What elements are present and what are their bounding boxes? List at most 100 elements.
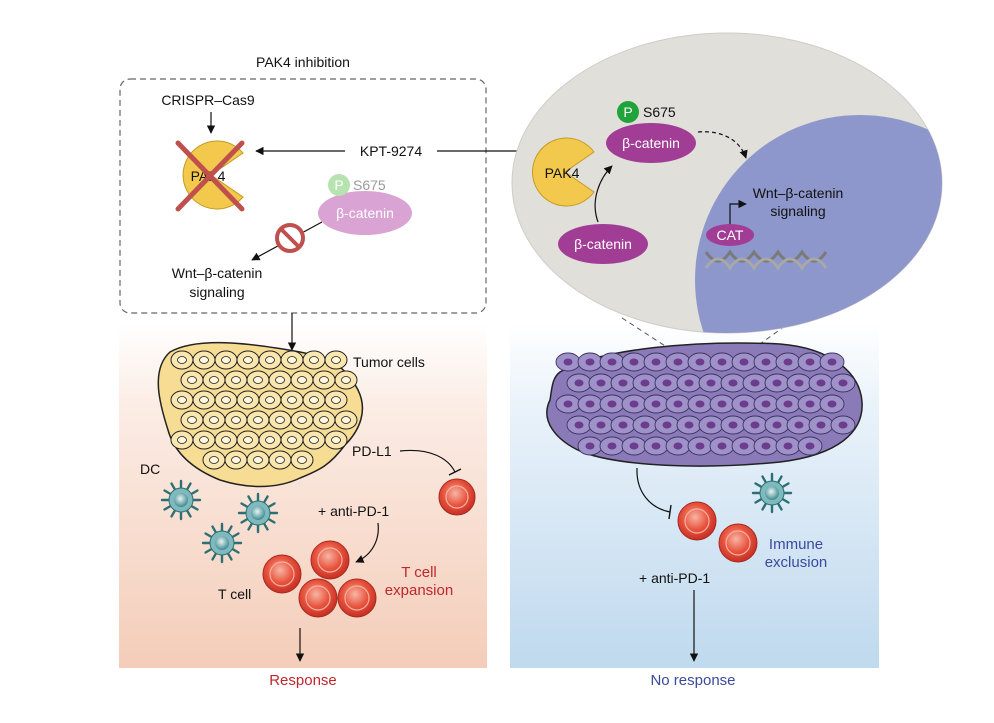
tumor-cell bbox=[621, 352, 647, 372]
dendritic-cell bbox=[201, 522, 243, 564]
tumor-cell bbox=[302, 350, 326, 370]
tumor-cell bbox=[808, 373, 834, 393]
dendritic-cell-right bbox=[751, 472, 793, 514]
pdl1-inhibit-right bbox=[636, 467, 671, 513]
tumor-cell bbox=[632, 373, 658, 393]
tumor-cell bbox=[654, 415, 680, 435]
tumor-cell bbox=[170, 430, 194, 450]
tumor-cell bbox=[324, 430, 348, 450]
tumor-cell bbox=[192, 350, 216, 370]
tumor-cell bbox=[753, 394, 779, 414]
tumor-label: Tumor cells bbox=[353, 354, 425, 370]
no-response-label: No response bbox=[650, 672, 735, 689]
tumor-cell bbox=[610, 415, 636, 435]
tumor-cell bbox=[797, 394, 823, 414]
tumor-cell bbox=[731, 352, 757, 372]
tumor-cell bbox=[555, 352, 581, 372]
tumor-cell bbox=[312, 370, 336, 390]
tumor-cell bbox=[709, 352, 735, 372]
tumor-cell bbox=[180, 370, 204, 390]
tumor-cell bbox=[797, 436, 823, 456]
tumor-cell bbox=[819, 394, 845, 414]
faded-phospho-label: P bbox=[334, 177, 343, 193]
tumor-cell bbox=[830, 415, 856, 435]
tumor-cell bbox=[632, 415, 658, 435]
tumor-cell bbox=[709, 436, 735, 456]
pdl1-inhibit-arrow bbox=[399, 449, 456, 473]
tumor-cell bbox=[280, 430, 304, 450]
pak4-knockout: PAK4 bbox=[175, 140, 245, 212]
tumor-cell bbox=[324, 350, 348, 370]
tumor-cell bbox=[258, 390, 282, 410]
site-label: S675 bbox=[643, 104, 676, 120]
dendritic-cell bbox=[751, 472, 793, 514]
tcell-label: T cell bbox=[218, 586, 251, 602]
tumor-cell bbox=[753, 436, 779, 456]
tumor-cell bbox=[676, 373, 702, 393]
faded-site-label: S675 bbox=[353, 177, 386, 193]
tumor-cell bbox=[566, 415, 592, 435]
response-label: Response bbox=[269, 672, 337, 689]
tumor-cell bbox=[731, 394, 757, 414]
inhibition-title: PAK4 inhibition bbox=[256, 54, 350, 70]
pak4-active-label: PAK4 bbox=[545, 165, 580, 181]
tumor-cell bbox=[687, 436, 713, 456]
tumor-cell bbox=[830, 373, 856, 393]
tumor-cell bbox=[224, 370, 248, 390]
phospho-label: P bbox=[623, 104, 632, 120]
beta-catenin bbox=[558, 224, 648, 264]
dendritic-cell bbox=[237, 492, 279, 534]
tumor-cell bbox=[797, 352, 823, 372]
cat-label: CAT bbox=[717, 227, 744, 243]
tumor-cell bbox=[808, 415, 834, 435]
pak4-active bbox=[532, 137, 595, 207]
dna-helix bbox=[704, 249, 828, 271]
beta-catenin-p bbox=[606, 123, 696, 163]
tumor-cell bbox=[246, 410, 270, 430]
phosphorylation-arrow bbox=[594, 165, 613, 223]
tumor-cell bbox=[180, 410, 204, 430]
immune-line2: exclusion bbox=[765, 554, 828, 571]
tcell-inhibited bbox=[438, 478, 476, 516]
tumor-cell bbox=[775, 394, 801, 414]
tumor-cell bbox=[236, 390, 260, 410]
tumor-cell bbox=[290, 410, 314, 430]
tumor-cell bbox=[192, 390, 216, 410]
excluded-tcells bbox=[677, 501, 758, 563]
tumor-cell bbox=[258, 430, 282, 450]
tumor-cell bbox=[764, 373, 790, 393]
expansion-line2: expansion bbox=[385, 582, 453, 599]
inhibition-box bbox=[119, 78, 487, 314]
tumor-cell bbox=[566, 373, 592, 393]
tumor-cell bbox=[324, 390, 348, 410]
tumor-cell bbox=[599, 394, 625, 414]
tumor-cell bbox=[665, 352, 691, 372]
crispr-label: CRISPR–Cas9 bbox=[161, 92, 255, 108]
tumor-cell bbox=[214, 430, 238, 450]
tumor-cell bbox=[268, 370, 292, 390]
tumor-cell bbox=[698, 373, 724, 393]
tumor-cell bbox=[720, 373, 746, 393]
tumor-cell bbox=[720, 415, 746, 435]
tumor-purple bbox=[546, 342, 863, 467]
tumor-cell bbox=[202, 450, 226, 470]
tumor-cell bbox=[170, 350, 194, 370]
tumor-cell bbox=[786, 415, 812, 435]
tumor-cell bbox=[687, 352, 713, 372]
tumor-cell bbox=[290, 450, 314, 470]
tumor-cell bbox=[290, 370, 314, 390]
prohibited-icon bbox=[275, 223, 305, 253]
nucleus-region bbox=[695, 115, 942, 333]
tumor-cell bbox=[214, 350, 238, 370]
tumor-cell bbox=[224, 410, 248, 430]
tumor-cell bbox=[280, 390, 304, 410]
tumor-cell bbox=[698, 415, 724, 435]
transcription-arrow bbox=[729, 199, 747, 228]
tumor-cell bbox=[731, 436, 757, 456]
tumor-cell bbox=[588, 415, 614, 435]
tumor-cell bbox=[577, 352, 603, 372]
tumor-cell bbox=[775, 352, 801, 372]
tumor-cell bbox=[334, 410, 358, 430]
inhibited-wnt-line2: signaling bbox=[189, 284, 244, 300]
